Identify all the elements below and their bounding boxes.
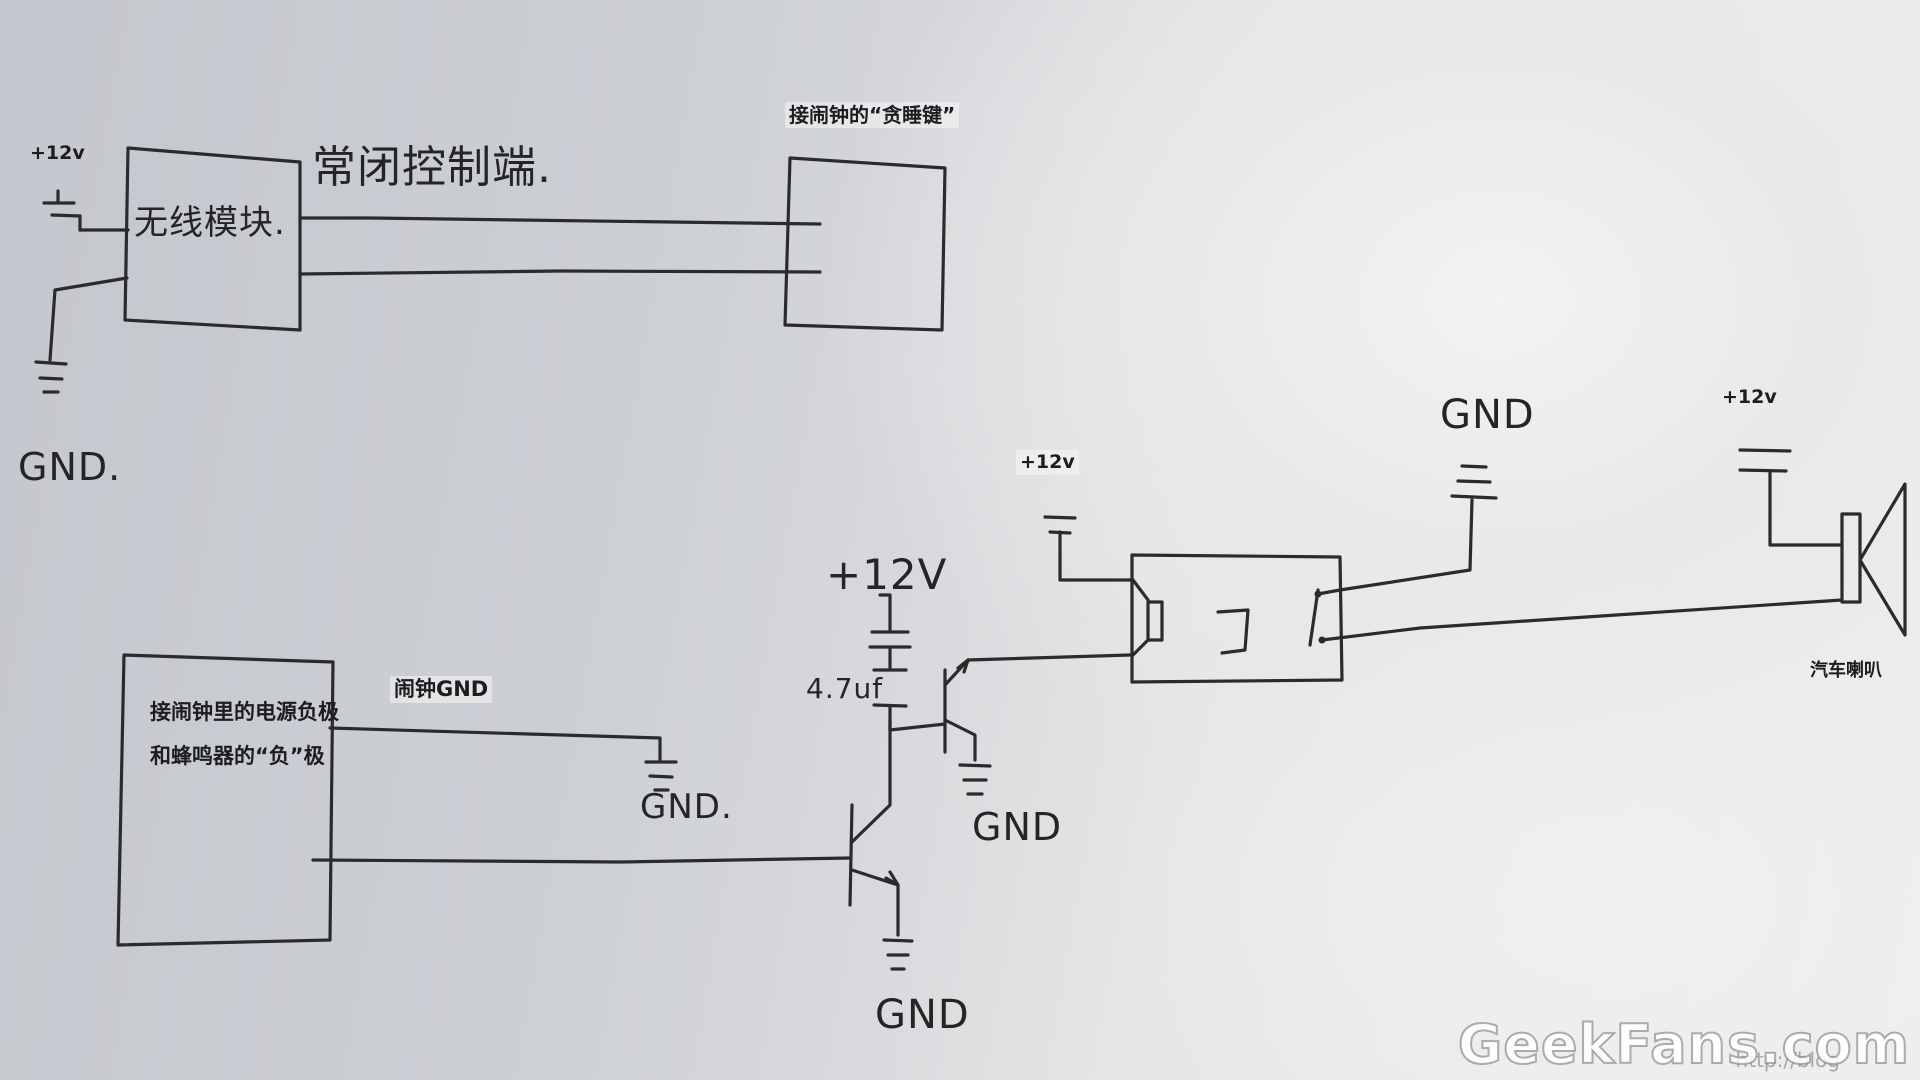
transistor-q1 [848,718,914,971]
clock-gnd-wire [328,726,678,792]
control-line-2 [298,269,822,276]
transistor-supply-label: +12V [826,550,948,599]
horn-icon [1840,482,1907,637]
relay-ground-symbol [1316,464,1498,596]
clock-gnd-symbol-label: GND. [640,787,733,827]
q2-ground-label: GND [972,805,1063,849]
clock-box-line1: 接闹钟里的电源负极 [150,700,339,724]
clock-box-line2: 和蜂鸣器的“负”极 [150,744,325,768]
relay-supply-symbol [1043,515,1132,582]
q1-to-q2-wire [888,722,947,732]
wireless-module-box [123,146,302,332]
buzzer-signal-wire [311,856,852,864]
snooze-key-caption: 接闹钟的“贪睡键” [785,102,960,128]
control-line-1 [298,216,822,226]
transistor-q2 [943,653,1132,796]
horn-supply-symbol [1738,448,1844,547]
relay-supply-label: +12v [1016,450,1079,475]
top-supply-label: +12v [30,142,85,164]
clock-box [116,653,335,947]
horn-supply-label: +12v [1722,386,1777,408]
watermark-logo: GeekFans.com [1457,1012,1910,1077]
relay-box [1130,553,1344,684]
relay-ground-label: GND [1440,392,1535,438]
snooze-key-box [783,156,947,332]
top-ground-symbol [34,276,129,394]
watermark-url: http://blog [1735,1048,1840,1072]
q1-ground-label: GND [875,992,970,1038]
top-ground-label: GND. [18,445,122,489]
relay-coil [1131,578,1164,657]
relay-switch [1216,588,1326,655]
control-terminal-label: 常闭控制端. [312,142,552,193]
clock-gnd-caption: 闹钟GND [390,676,493,703]
horn-caption: 汽车喇叭 [1810,660,1882,681]
capacitor-4.7uf [868,593,912,732]
relay-to-horn-wire [1320,598,1844,642]
top-supply-symbol [42,189,130,232]
capacitor-label: 4.7uf [806,672,884,705]
wireless-module-label: 无线模块. [134,203,286,243]
